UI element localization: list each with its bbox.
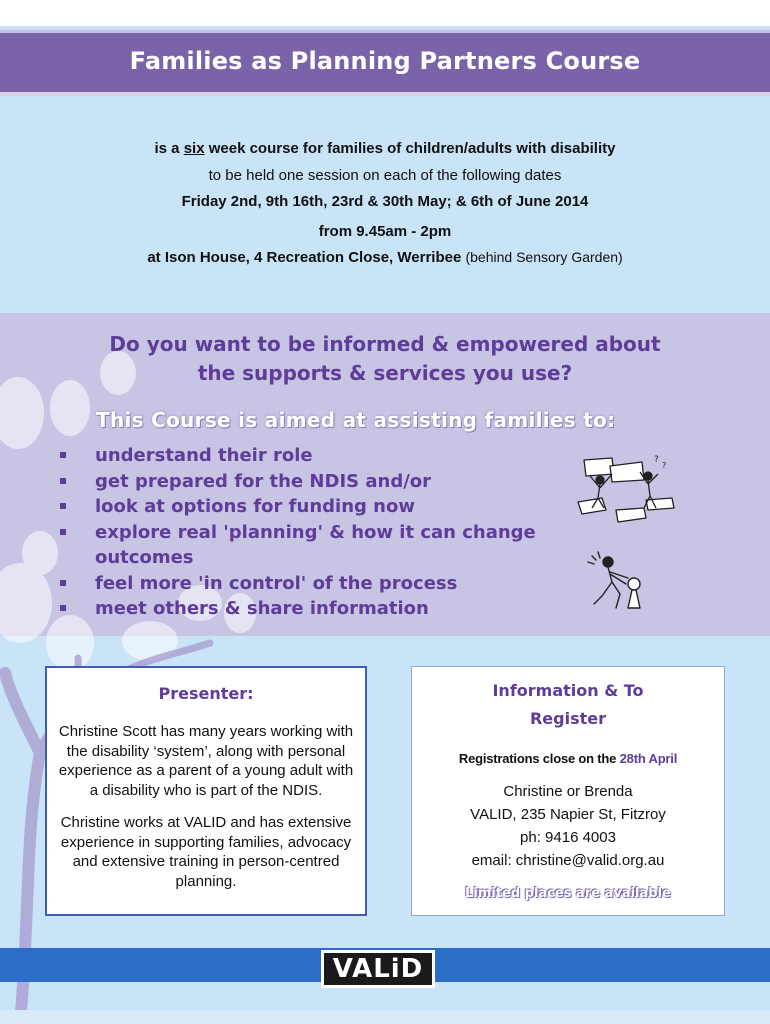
- top-strip: [0, 0, 770, 26]
- presenter-heading: Presenter:: [158, 684, 254, 703]
- contact-email[interactable]: email: christine@valid.org.au: [471, 852, 665, 869]
- bullet-icon: [60, 528, 66, 535]
- course-intro: is a six week course for families of chi…: [0, 140, 770, 266]
- intro-line-2: to be held one session on each of the fo…: [208, 167, 562, 184]
- contact-name: Christine or Brenda: [503, 783, 633, 800]
- title-banner: Families as Planning Partners Course: [0, 30, 770, 96]
- svg-text:?: ?: [654, 455, 659, 465]
- presenter-bio: Christine Scott has many years working w…: [58, 723, 354, 799]
- list-item: look at options for funding now: [60, 494, 580, 520]
- contact-details: Christine or Brenda VALID, 235 Napier St…: [412, 780, 724, 872]
- registration-deadline: Registrations close on the 28th April: [458, 751, 678, 766]
- logo-text: VALiD: [324, 953, 432, 985]
- list-item: understand their role: [60, 443, 580, 469]
- bottom-strip: [0, 1010, 770, 1024]
- question-heading: Do you want to be informed & empowered a…: [109, 332, 661, 385]
- contact-address: VALID, 235 Napier St, Fitzroy: [470, 806, 666, 823]
- deadline-date: 28th April: [619, 751, 678, 766]
- person-pushing-figure-icon: [587, 551, 641, 609]
- course-dates: Friday 2nd, 9th 16th, 23rd & 30th May; &…: [181, 193, 589, 210]
- course-time: from 9.45am - 2pm: [318, 223, 452, 240]
- course-location: at Ison House, 4 Recreation Close, Werri…: [147, 249, 623, 266]
- presenter-experience: Christine works at VALID and has extensi…: [60, 814, 352, 890]
- list-item: explore real 'planning' & how it can cha…: [60, 520, 580, 571]
- list-item: get prepared for the NDIS and/or: [60, 469, 580, 495]
- aims-heading: This Course is aimed at assisting famili…: [96, 408, 616, 432]
- bullet-icon: [60, 605, 66, 611]
- valid-logo: VALiD: [321, 950, 435, 988]
- intro-line-1: is a six week course for families of chi…: [154, 140, 616, 157]
- location-note: (behind Sensory Garden): [465, 249, 623, 265]
- bullet-icon: [60, 477, 66, 484]
- bullet-icon: [60, 579, 66, 586]
- course-title: Families as Planning Partners Course: [129, 47, 641, 75]
- people-carrying-boards-icon: ? ?: [577, 455, 675, 523]
- six-emphasis: six: [183, 140, 205, 157]
- presenter-box: Presenter: Christine Scott has many year…: [45, 666, 367, 916]
- bullet-icon: [60, 452, 66, 458]
- svg-text:?: ?: [662, 461, 666, 470]
- bullet-icon: [60, 503, 66, 509]
- list-item: meet others & share information: [60, 596, 580, 622]
- aims-list: understand their role get prepared for t…: [60, 443, 580, 622]
- list-item: feel more 'in control' of the process: [60, 571, 580, 597]
- limited-places-note: Limited places are available: [465, 886, 671, 901]
- contact-phone: ph: 9416 4003: [520, 829, 616, 846]
